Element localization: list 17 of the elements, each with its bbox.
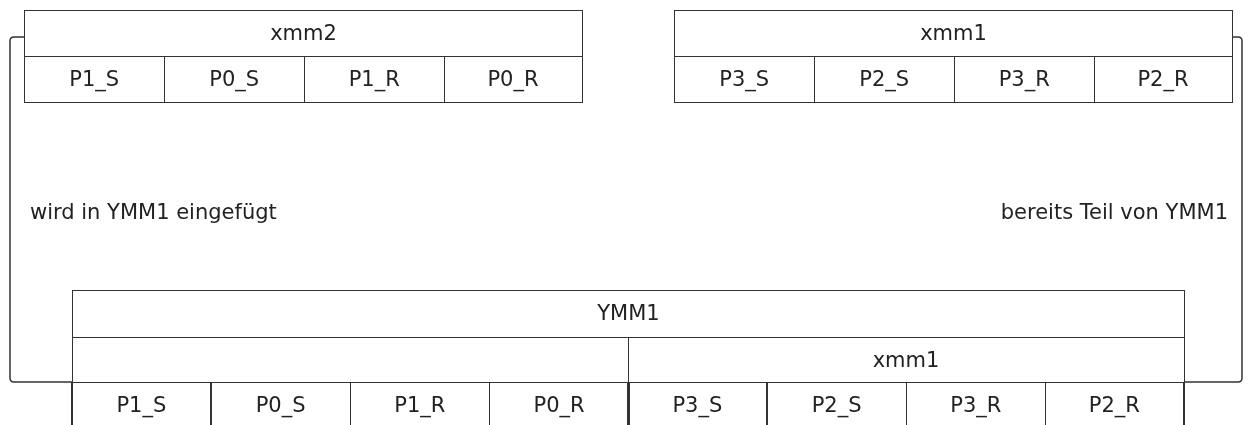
empty-field [71,336,629,425]
register-box [24,10,583,103]
lane-field: P2_R [1044,382,1184,425]
register-box [627,336,1185,425]
lane-field: P3_S [627,382,768,425]
lane-field: P1_S [71,382,212,425]
register-name: xmm1 [871,346,941,374]
register-box [674,10,1233,103]
register-box [72,290,1185,425]
register-name: xmm1 [919,20,988,47]
register-name: xmm2 [269,20,338,47]
lane-field: P2_S [766,382,907,425]
edge-label: wird in YMM1 eingefügt [28,200,279,224]
register-name: YMM1 [596,300,661,327]
lane-field: P0_S [210,382,351,425]
lane-field: P0_R [488,382,630,425]
connector-line [1184,36,1243,383]
